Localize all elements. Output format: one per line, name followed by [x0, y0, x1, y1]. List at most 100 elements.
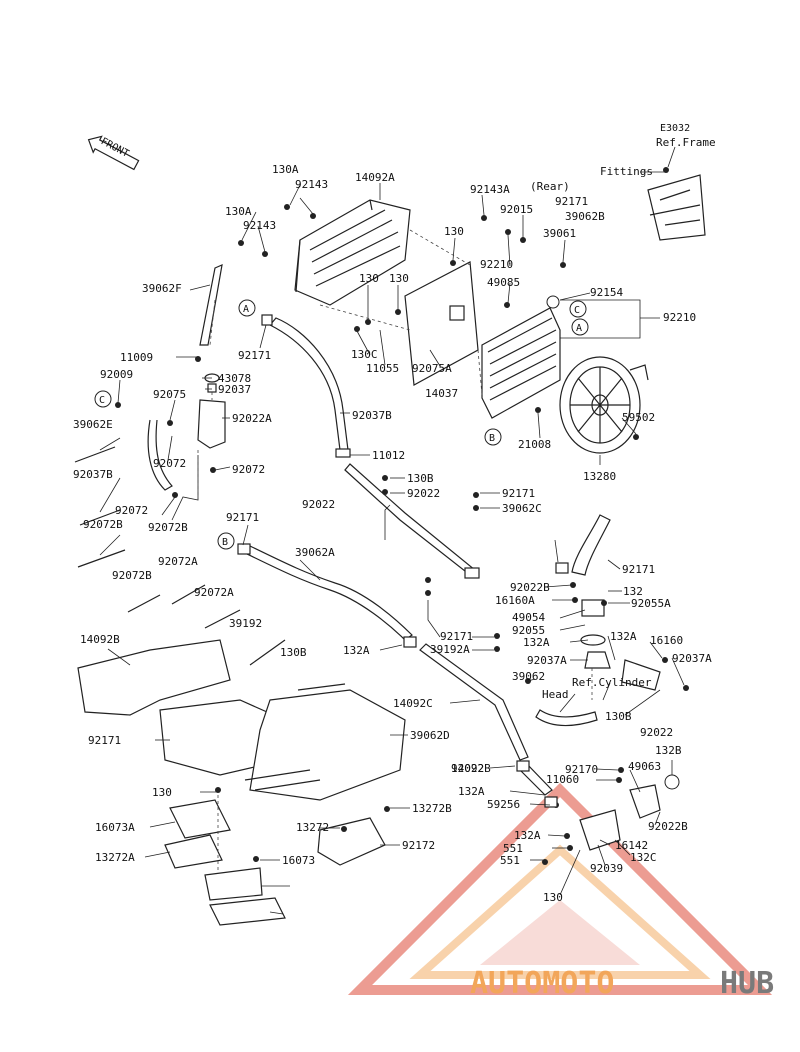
part-label: 92037B: [352, 409, 392, 422]
clamp-bands: [74, 446, 346, 691]
thermostat-housing: [580, 599, 661, 691]
part-label: Ref.Cylinder: [572, 676, 652, 689]
svg-text:A: A: [243, 304, 249, 315]
part-label: 39062F: [142, 282, 182, 295]
part-label: 39192: [229, 617, 262, 630]
diagram-code: E3032: [660, 123, 690, 134]
part-label: 92022A: [232, 412, 272, 425]
part-label: 92072B: [148, 521, 188, 534]
part-label: 11012: [372, 449, 405, 462]
part-label: 132B: [655, 744, 682, 757]
callout-b-1: B: [484, 428, 502, 446]
part-label: 92037A: [672, 652, 712, 665]
radiator-39061: [481, 295, 561, 419]
part-label: 130: [444, 225, 464, 238]
part-label: 11009: [120, 351, 153, 364]
part-label: 39062C: [502, 502, 542, 515]
part-label: Head: [542, 688, 569, 701]
part-label: 130A: [272, 163, 299, 176]
part-label: 59502: [622, 411, 655, 424]
svg-text:C: C: [574, 305, 580, 316]
part-label: (Rear): [530, 180, 570, 193]
part-label: 39062B: [565, 210, 605, 223]
part-label: 551: [500, 854, 520, 867]
hose-39062: [535, 709, 598, 727]
panel-14092b: [249, 689, 406, 801]
part-label: 59256: [487, 798, 520, 811]
svg-text:B: B: [222, 537, 228, 548]
plate-13272b: [169, 799, 231, 839]
part-label: 132A: [610, 630, 637, 643]
part-label: 92171: [622, 563, 655, 576]
callout-a-1: A: [238, 299, 256, 317]
reservoir-43078: [197, 373, 226, 449]
hose-39062a: [571, 514, 611, 576]
part-label: 130: [359, 272, 379, 285]
part-label: 92072: [115, 504, 148, 517]
part-label: 132: [623, 585, 643, 598]
part-label: 130C: [351, 348, 378, 361]
svg-text:B: B: [489, 433, 495, 444]
part-label: 13280: [583, 470, 616, 483]
frame-fittings: [647, 174, 706, 241]
part-label: 92075A: [412, 362, 452, 375]
hose-39062e: [147, 419, 173, 491]
svg-text:A: A: [576, 323, 582, 334]
callout-a-2: A: [571, 318, 589, 336]
part-label: Ref.Frame: [656, 136, 716, 149]
part-label: 39061: [543, 227, 576, 240]
part-label: 92072: [232, 463, 265, 476]
part-label: 39062E: [73, 418, 113, 431]
part-label: 130B: [605, 710, 632, 723]
hose-clamps: [237, 314, 569, 808]
reference-dashes: [197, 229, 593, 870]
part-label: 92075: [153, 388, 186, 401]
part-label: 92171: [502, 487, 535, 500]
part-labels: 130A 92143 14092A 130A 92143 39062F 130 …: [73, 136, 716, 904]
part-label: 13272: [296, 821, 329, 834]
part-label: 132A: [458, 785, 485, 798]
part-label: 16073: [282, 854, 315, 867]
part-label: 130B: [280, 646, 307, 659]
plate-16073a: [164, 834, 223, 869]
part-label: 16160: [650, 634, 683, 647]
part-label: 92072B: [83, 518, 123, 531]
part-label: 92037A: [527, 654, 567, 667]
part-label: 130A: [225, 205, 252, 218]
part-label: 92072B: [112, 569, 152, 582]
part-label: 130: [543, 891, 563, 904]
hose-39062c: [244, 545, 413, 641]
plate-13272a: [204, 867, 263, 901]
part-label: 92015: [500, 203, 533, 216]
watermark-brand-part2: HUB: [720, 966, 774, 1001]
part-label: 130B: [407, 472, 434, 485]
fan-59502: [559, 356, 649, 454]
part-label: 49063: [628, 760, 661, 773]
leader-lines: [99, 146, 685, 915]
part-label: 39062A: [295, 546, 335, 559]
part-label: 39062D: [410, 729, 450, 742]
part-label: 92210: [480, 258, 513, 271]
watermark-logo: [347, 782, 773, 995]
watermark-brand-part1: AUTOMOTO: [470, 966, 615, 1001]
part-label: 132C: [630, 851, 657, 864]
fasteners: [115, 167, 689, 865]
part-label: 92143: [243, 219, 276, 232]
part-label: 92055: [512, 624, 545, 637]
panel-lower-b: [244, 769, 321, 791]
part-label: 14092A: [355, 171, 395, 184]
part-label: 92072: [153, 457, 186, 470]
part-label: 92143A: [470, 183, 510, 196]
front-arrow-icon: [87, 135, 140, 171]
part-label: 92210: [663, 311, 696, 324]
part-label: 92171: [238, 349, 271, 362]
part-label: 39192A: [430, 643, 470, 656]
part-label: 92072A: [194, 586, 234, 599]
part-label: 16160A: [495, 594, 535, 607]
part-label: 132A: [343, 644, 370, 657]
part-label: 92037B: [73, 468, 113, 481]
part-label: 11055: [366, 362, 399, 375]
part-label: 92072A: [158, 555, 198, 568]
